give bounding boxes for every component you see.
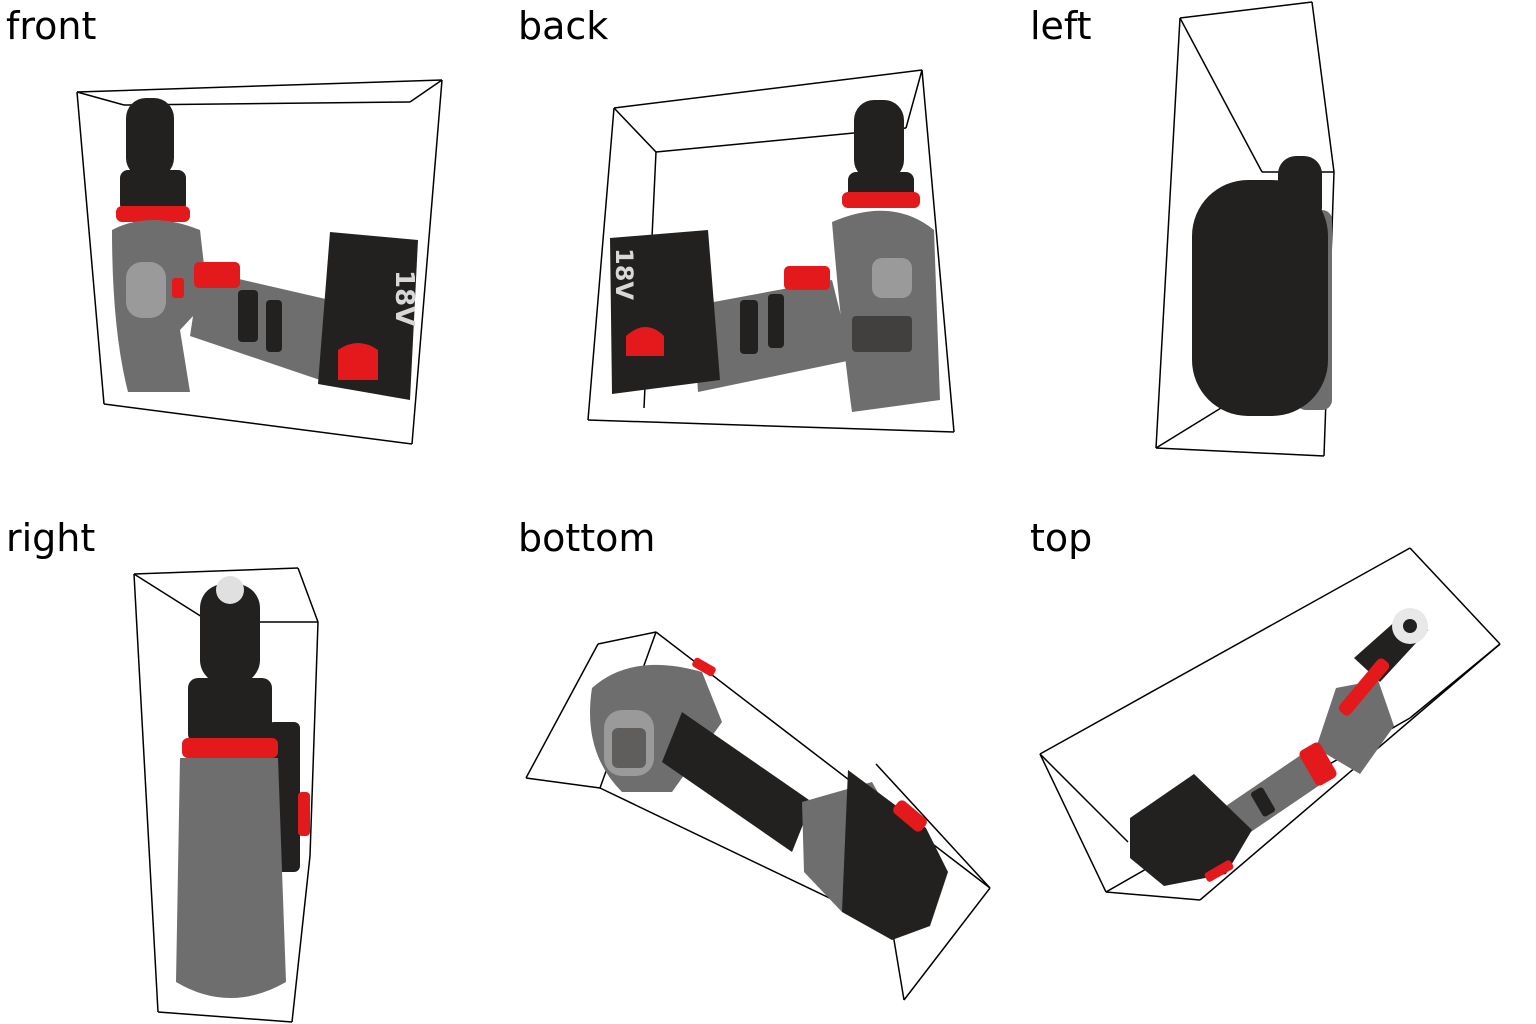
view-label-back: back — [518, 4, 609, 48]
view-panel-right: right — [0, 512, 512, 1024]
battery-label-front: 18V — [389, 270, 419, 326]
drill-render-bottom — [525, 631, 991, 1001]
drill-render-right — [133, 567, 319, 1023]
drill-render-back: 18V — [587, 69, 955, 433]
drill-render-left — [1155, 1, 1335, 457]
bounding-box-right — [133, 567, 319, 1023]
view-label-left: left — [1030, 4, 1092, 48]
drill-shape-left — [1192, 156, 1332, 416]
view-panel-left: left — [1024, 0, 1536, 512]
bounding-box-front — [76, 79, 443, 445]
drill-shape-bottom — [590, 657, 948, 940]
view-panel-back: back 18V — [512, 0, 1024, 512]
drill-shape-top — [1130, 608, 1428, 886]
drill-shape-front: 18V — [112, 98, 419, 400]
view-label-right: right — [6, 516, 96, 560]
view-panel-front: front 18V — [0, 0, 512, 512]
drill-render-front: 18V — [76, 79, 443, 445]
drill-shape-back: 18V — [610, 100, 940, 412]
battery-label-back: 18V — [610, 248, 638, 300]
view-panel-bottom: bottom — [512, 512, 1024, 1024]
view-label-top: top — [1030, 516, 1093, 560]
view-panel-top: top — [1024, 512, 1536, 1024]
view-label-bottom: bottom — [518, 516, 656, 560]
bounding-box-top — [1039, 547, 1501, 901]
bounding-box-back — [587, 69, 955, 433]
view-label-front: front — [6, 4, 97, 48]
drill-shape-right — [176, 576, 310, 998]
drill-render-top — [1039, 547, 1501, 901]
